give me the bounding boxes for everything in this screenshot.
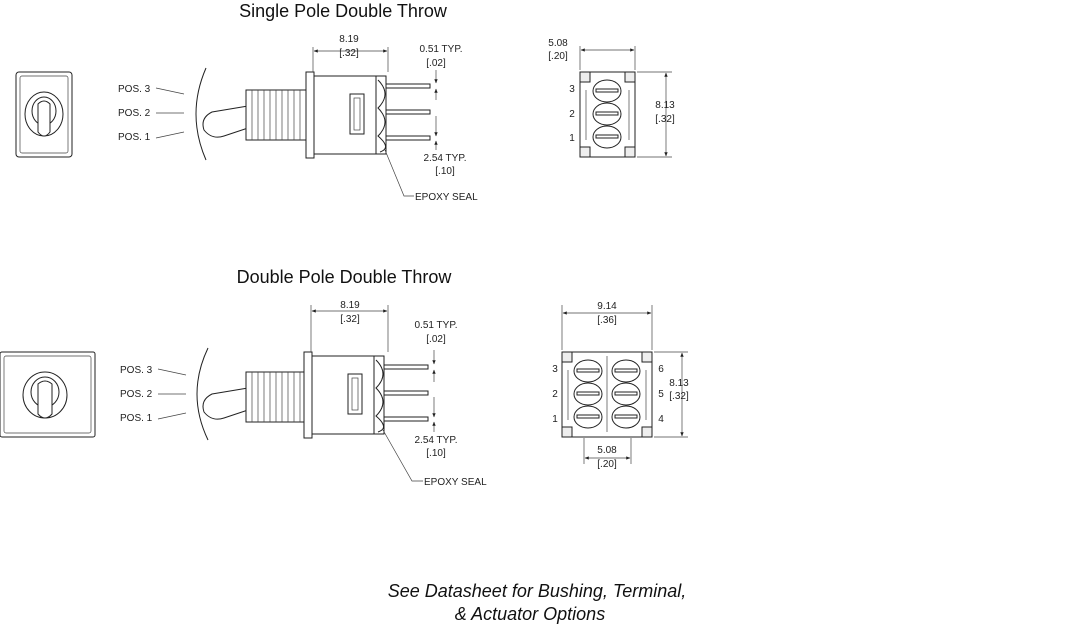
spdt-bottom-view [579, 71, 636, 158]
dpdt-bottom-view [561, 351, 653, 438]
footer-note-line2: & Actuator Options [455, 604, 605, 624]
dpdt-spacing-dim: 5.08 [597, 445, 617, 456]
dpdt-spacing-in: [.20] [597, 459, 617, 470]
spdt-pin-3: 3 [569, 84, 575, 95]
spdt-pitch-in: [.10] [435, 166, 455, 177]
spdt-body-width-dim: 8.19 [339, 34, 359, 45]
spdt-actuator-arc [195, 67, 207, 161]
spdt-epoxy-label: EPOXY SEAL [415, 192, 478, 203]
spdt-bottom-width-in: [.20] [548, 51, 568, 62]
spdt-section: Single Pole Double Throw POS. 3 POS. 2 P… [15, 1, 675, 203]
spdt-bottom-width-dim: 5.08 [548, 38, 568, 49]
spdt-pin-2: 2 [569, 109, 575, 120]
dpdt-pin-2: 2 [552, 389, 558, 400]
spdt-body-width-in: [.32] [339, 48, 359, 59]
dpdt-bottom-width-in: [.36] [597, 315, 617, 326]
spdt-pin-width-dim: 0.51 TYP. [420, 44, 463, 55]
dpdt-pitch-dim: 2.54 TYP. [415, 435, 458, 446]
spdt-pos3-label: POS. 3 [118, 84, 151, 95]
dpdt-bottom-height-in: [.32] [669, 391, 689, 402]
spdt-side-view [202, 71, 431, 159]
dpdt-side-view [202, 351, 429, 439]
dpdt-pitch-in: [.10] [426, 448, 446, 459]
dpdt-body-width-dim: 8.19 [340, 300, 360, 311]
dpdt-pin-3: 3 [552, 364, 558, 375]
dpdt-actuator-arc [196, 347, 209, 441]
spdt-pitch-dim: 2.54 TYP. [424, 153, 467, 164]
dpdt-pos2-label: POS. 2 [120, 389, 153, 400]
dpdt-epoxy-label: EPOXY SEAL [424, 477, 487, 488]
dpdt-pin-width-dim: 0.51 TYP. [415, 320, 458, 331]
spdt-pin-1: 1 [569, 133, 575, 144]
dpdt-pin-5: 5 [658, 389, 664, 400]
dpdt-body-width-in: [.32] [340, 314, 360, 325]
spdt-front-view [15, 71, 73, 158]
dpdt-pos3-label: POS. 3 [120, 365, 153, 376]
spdt-pos1-label: POS. 1 [118, 132, 151, 143]
dpdt-bottom-height-dim: 8.13 [669, 378, 689, 389]
dpdt-pin-1: 1 [552, 414, 558, 425]
dpdt-bottom-width-dim: 9.14 [597, 301, 617, 312]
dpdt-front-view [0, 351, 96, 438]
spdt-pos2-label: POS. 2 [118, 108, 151, 119]
footer-note-line1: See Datasheet for Bushing, Terminal, [388, 581, 687, 601]
dpdt-section: Double Pole Double Throw POS. 3 POS. 2 P… [0, 267, 689, 488]
dpdt-pin-4: 4 [658, 414, 664, 425]
dpdt-title: Double Pole Double Throw [237, 267, 453, 287]
spdt-title: Single Pole Double Throw [239, 1, 448, 21]
dpdt-pos1-label: POS. 1 [120, 413, 153, 424]
spdt-bottom-height-in: [.32] [655, 114, 675, 125]
spdt-bottom-height-dim: 8.13 [655, 100, 675, 111]
dpdt-pin-width-in: [.02] [426, 334, 446, 345]
spdt-pin-width-in: [.02] [426, 58, 446, 69]
dpdt-pin-6: 6 [658, 364, 664, 375]
